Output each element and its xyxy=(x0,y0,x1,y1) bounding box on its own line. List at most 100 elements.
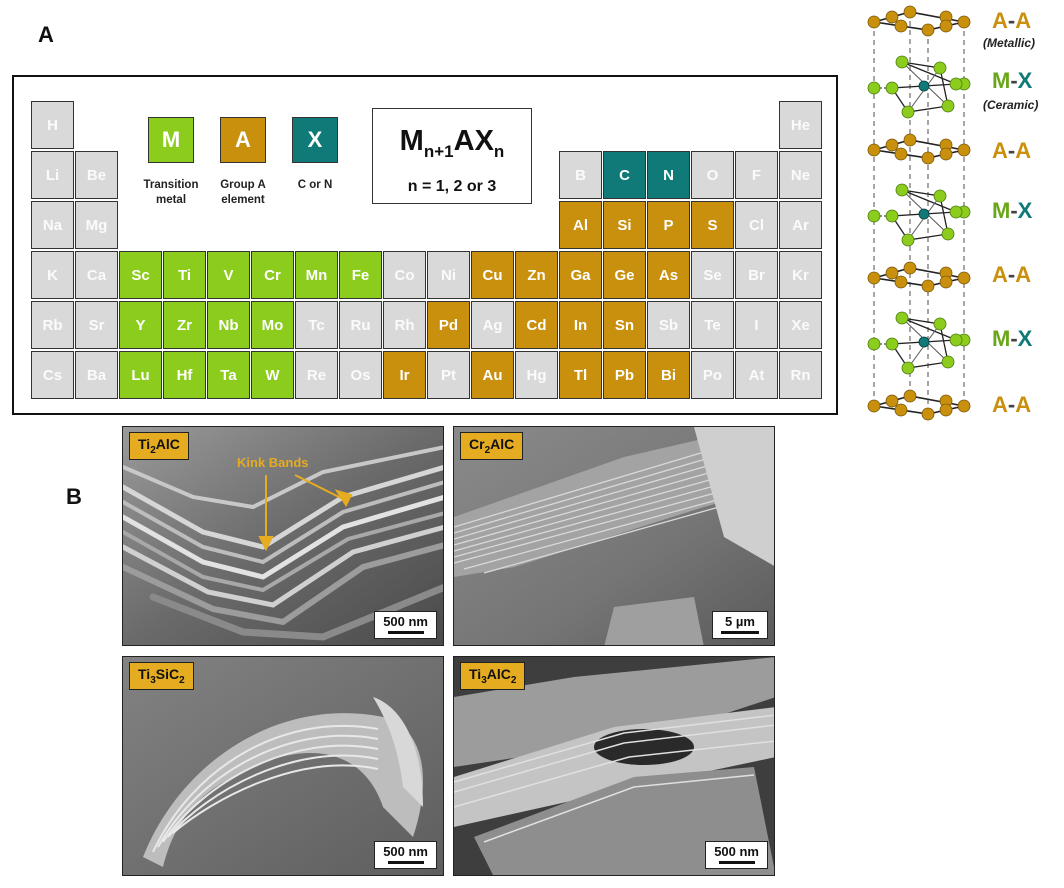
m-atom xyxy=(901,105,915,119)
sem-image-ti3sic2: Ti3SiC2 500 nm xyxy=(122,656,444,876)
element-cell-in: In xyxy=(559,301,602,349)
element-cell-mn: Mn xyxy=(295,251,338,299)
element-cell-o: O xyxy=(691,151,734,199)
element-cell-ta: Ta xyxy=(207,351,250,399)
legend-m-caption-line2: metal xyxy=(155,194,187,206)
m-atom xyxy=(885,337,899,351)
element-cell-pd: Pd xyxy=(427,301,470,349)
element-cell-po: Po xyxy=(691,351,734,399)
a-atom xyxy=(939,403,953,417)
a-atom xyxy=(957,271,971,285)
panel-label-a: A xyxy=(38,22,54,47)
element-cell-xe: Xe xyxy=(779,301,822,349)
a-atom xyxy=(885,394,899,408)
m-atom xyxy=(885,81,899,95)
m-atom xyxy=(867,337,881,351)
sem-label-ti3alc2: Ti3AlC2 xyxy=(460,662,526,690)
element-cell-rb: Rb xyxy=(31,301,74,349)
sem-label-ti3sic2: Ti3SiC2 xyxy=(129,662,194,690)
element-cell-fe: Fe xyxy=(339,251,382,299)
element-cell-s: S xyxy=(691,201,734,249)
element-cell-au: Au xyxy=(471,351,514,399)
legend-a-caption: Group A element xyxy=(205,178,281,208)
sem-texture-1 xyxy=(123,427,443,645)
a-atom xyxy=(921,151,935,165)
formula-mnax: Mn+1AXn xyxy=(373,125,531,168)
element-cell-c: C xyxy=(603,151,646,199)
a-atom xyxy=(885,138,899,152)
element-cell-ni: Ni xyxy=(427,251,470,299)
a-atom xyxy=(867,271,881,285)
m-atom xyxy=(867,81,881,95)
a-atom xyxy=(921,407,935,421)
x-atom xyxy=(918,208,930,220)
element-cell-w: W xyxy=(251,351,294,399)
formula-n-values: n = 1, 2 or 3 xyxy=(407,177,497,195)
formula-m: M xyxy=(399,125,424,157)
element-cell-cd: Cd xyxy=(515,301,558,349)
m-atom xyxy=(895,311,909,325)
element-cell-lu: Lu xyxy=(119,351,162,399)
element-cell-rh: Rh xyxy=(383,301,426,349)
legend-m-caption-line1: Transition xyxy=(143,179,199,191)
element-cell-zr: Zr xyxy=(163,301,206,349)
a-atom xyxy=(867,15,881,29)
element-cell-zn: Zn xyxy=(515,251,558,299)
element-cell-hg: Hg xyxy=(515,351,558,399)
m-atom xyxy=(885,209,899,223)
m-atom xyxy=(895,55,909,69)
legend-a-caption-line2: element xyxy=(221,194,265,206)
element-cell-si: Si xyxy=(603,201,646,249)
scale-bar-1: 500 nm xyxy=(374,611,437,639)
element-cell-hf: Hf xyxy=(163,351,206,399)
element-cell-i: I xyxy=(735,301,778,349)
element-cell-y: Y xyxy=(119,301,162,349)
element-cell-pt: Pt xyxy=(427,351,470,399)
sem-texture-2 xyxy=(454,427,774,645)
element-cell-v: V xyxy=(207,251,250,299)
element-cell-be: Be xyxy=(75,151,118,199)
a-atom xyxy=(903,389,917,403)
element-cell-ga: Ga xyxy=(559,251,602,299)
a-atom xyxy=(921,23,935,37)
element-cell-ba: Ba xyxy=(75,351,118,399)
legend-m-caption: Transition metal xyxy=(128,178,214,208)
element-cell-re: Re xyxy=(295,351,338,399)
m-atom xyxy=(941,227,955,241)
m-atom xyxy=(901,361,915,375)
element-cell-cl: Cl xyxy=(735,201,778,249)
element-cell-na: Na xyxy=(31,201,74,249)
element-cell-sr: Sr xyxy=(75,301,118,349)
a-atom xyxy=(903,5,917,19)
m-atom xyxy=(895,183,909,197)
a-atom xyxy=(867,399,881,413)
a-atom xyxy=(939,275,953,289)
x-atom xyxy=(918,80,930,92)
a-atom xyxy=(894,19,908,33)
legend-m-box: M xyxy=(148,117,194,163)
legend-a-box: A xyxy=(220,117,266,163)
element-cell-ca: Ca xyxy=(75,251,118,299)
element-cell-pb: Pb xyxy=(603,351,646,399)
element-cell-sc: Sc xyxy=(119,251,162,299)
panel-label-b: B xyxy=(66,484,82,509)
element-cell-f: F xyxy=(735,151,778,199)
a-atom xyxy=(903,133,917,147)
element-cell-he: He xyxy=(779,101,822,149)
sem-label-ti2alc: Ti2AlC xyxy=(129,432,189,460)
a-atom xyxy=(894,275,908,289)
element-cell-bi: Bi xyxy=(647,351,690,399)
element-cell-cu: Cu xyxy=(471,251,514,299)
element-cell-ir: Ir xyxy=(383,351,426,399)
m-atom xyxy=(949,205,963,219)
a-atom xyxy=(939,19,953,33)
element-cell-rn: Rn xyxy=(779,351,822,399)
element-cell-mg: Mg xyxy=(75,201,118,249)
element-cell-li: Li xyxy=(31,151,74,199)
layer-label-mx-2: M-X xyxy=(992,198,1033,223)
formula-box: Mn+1AXn n = 1, 2 or 3 xyxy=(372,108,532,204)
element-cell-h: H xyxy=(31,101,74,149)
kink-band-arrows xyxy=(258,474,353,552)
element-cell-ar: Ar xyxy=(779,201,822,249)
sem-label-cr2alc: Cr2AlC xyxy=(460,432,524,460)
